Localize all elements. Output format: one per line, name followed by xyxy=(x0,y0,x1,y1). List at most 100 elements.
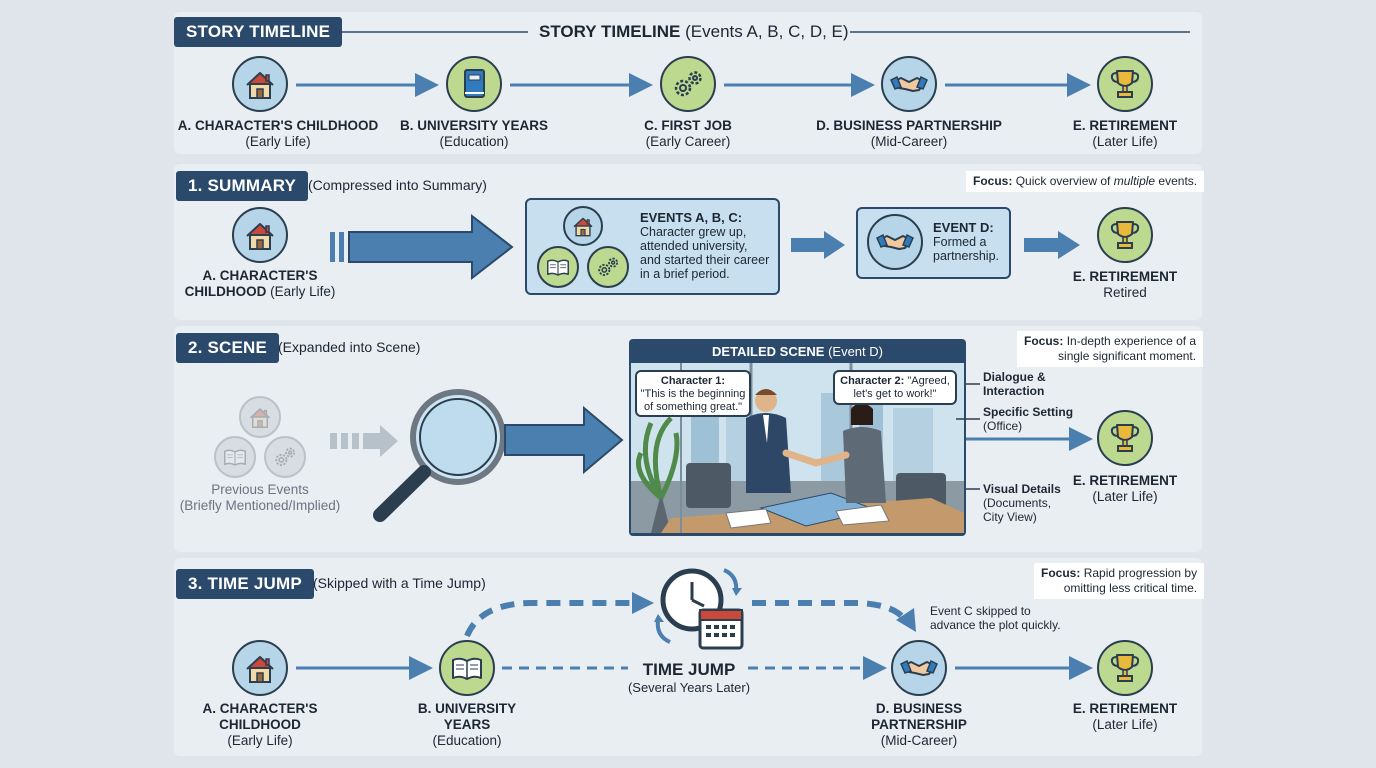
book-icon xyxy=(214,436,256,478)
event-b-sub: (Education) xyxy=(439,134,509,149)
timejump-a-title: A. CHARACTER'S xyxy=(202,701,318,716)
event-e-sub: (Later Life) xyxy=(1092,134,1158,149)
summary-d-line: Formed a xyxy=(933,235,987,249)
bubble-1-line: of something great." xyxy=(643,401,743,413)
event-a-sub: (Early Life) xyxy=(245,134,311,149)
timejump-b-sub: (Education) xyxy=(432,733,502,748)
office-scene-illustration xyxy=(631,363,964,533)
summary-abc-line: attended university, xyxy=(640,239,748,253)
bubble-1-name: Character 1: xyxy=(660,375,726,387)
expansion-label: EXPANSION xyxy=(515,433,603,450)
previous-events-label: Previous Events (Briefly Mentioned/Impli… xyxy=(180,482,341,514)
timejump-badge: 3. TIME JUMP xyxy=(176,569,314,599)
summary-e-title: E. RETIREMENT xyxy=(1072,269,1178,284)
summary-a-sub: (Early Life) xyxy=(270,284,336,299)
timejump-b-title: YEARS xyxy=(443,717,491,732)
annotation-visual: Visual Details (Documents, City View) xyxy=(983,482,1061,524)
event-b-label: B. UNIVERSITY YEARS(Education) xyxy=(400,118,548,150)
timejump-d-sub: (Mid-Career) xyxy=(880,733,958,748)
bubble-2-line: let's get to work!" xyxy=(853,388,937,400)
house-icon xyxy=(563,206,603,246)
event-c-title: C. FIRST JOB xyxy=(644,118,732,133)
timejump-b-title: B. UNIVERSITY xyxy=(417,701,517,716)
timejump-note: Event C skipped to advance the plot quic… xyxy=(930,604,1061,632)
timejump-d-title: PARTNERSHIP xyxy=(871,717,967,732)
detailed-scene-title-bold: DETAILED SCENE xyxy=(712,344,825,359)
bubble-1-line: "This is the beginning xyxy=(640,388,746,400)
detailed-scene-title-rest: (Event D) xyxy=(828,344,883,359)
scene-e-label: E. RETIREMENT(Later Life) xyxy=(1073,473,1177,505)
event-c-sub: (Early Career) xyxy=(645,134,731,149)
summary-focus-em: multiple xyxy=(1113,174,1156,188)
timejump-note-line: advance the plot quickly. xyxy=(930,618,1061,632)
gears-icon xyxy=(587,246,629,288)
scene-badge: 2. SCENE xyxy=(176,333,280,363)
trophy-icon xyxy=(1097,410,1153,466)
book-icon xyxy=(537,246,579,288)
summary-subtitle: (Compressed into Summary) xyxy=(308,177,487,193)
timejump-e-title: E. RETIREMENT xyxy=(1072,701,1178,716)
event-c-label: C. FIRST JOB(Early Career) xyxy=(644,118,732,150)
timeline-title-bold: STORY TIMELINE xyxy=(539,22,681,41)
scene-focus-line: single significant moment. xyxy=(1058,349,1197,363)
annotation-visual-line: (Documents, xyxy=(983,496,1052,510)
timejump-d-title: D. BUSINESS xyxy=(875,701,963,716)
event-a-label: A. CHARACTER'S CHILDHOOD(Early Life) xyxy=(178,118,378,150)
summary-d-text: EVENT D: Formed a partnership. xyxy=(933,220,1000,264)
bubble-2-name: Character 2: xyxy=(840,375,905,387)
annotation-visual-line: City View) xyxy=(983,510,1037,524)
annotation-setting: Specific Setting (Office) xyxy=(983,405,1073,433)
timejump-e-label: E. RETIREMENT(Later Life) xyxy=(1073,701,1177,733)
annotation-dialogue: Dialogue & Interaction xyxy=(983,370,1046,398)
gears-icon xyxy=(660,56,716,112)
summary-focus-text: Quick overview of xyxy=(1015,174,1114,188)
annotation-visual-title: Visual Details xyxy=(983,482,1061,496)
annotation-dialogue-line: Interaction xyxy=(983,384,1045,398)
house-icon xyxy=(232,207,288,263)
timejump-note-line: Event C skipped to xyxy=(930,604,1031,618)
summary-abc-title: EVENTS A, B, C: xyxy=(640,210,743,225)
bubble-2-line: "Agreed, xyxy=(907,375,950,387)
book-icon xyxy=(446,56,502,112)
dialogue-bubble-2: Character 2: "Agreed, let's get to work!… xyxy=(833,370,957,405)
previous-events-sub: (Briefly Mentioned/Implied) xyxy=(179,498,341,513)
timejump-focus: Focus: Rapid progression by omitting les… xyxy=(1034,563,1205,599)
timejump-subtitle: (Skipped with a Time Jump) xyxy=(313,575,486,591)
annotation-setting-sub: (Office) xyxy=(983,419,1023,433)
detailed-scene-title: DETAILED SCENE (Event D) xyxy=(629,344,966,359)
scene-e-sub: (Later Life) xyxy=(1092,489,1158,504)
house-icon xyxy=(239,396,281,438)
summary-d-line: partnership. xyxy=(933,249,1000,263)
annotation-setting-title: Specific Setting xyxy=(983,405,1074,419)
compression-label: COMPRESSION xyxy=(358,238,479,255)
summary-focus: Focus: Quick overview of multiple events… xyxy=(966,171,1205,192)
event-b-title: B. UNIVERSITY YEARS xyxy=(399,118,549,133)
scene-e-title: E. RETIREMENT xyxy=(1072,473,1178,488)
handshake-icon xyxy=(867,214,923,270)
dialogue-bubble-1: Character 1: "This is the beginning of s… xyxy=(635,370,751,417)
summary-focus-label: Focus: xyxy=(973,174,1013,188)
previous-events-title: Previous Events xyxy=(211,482,309,497)
timejump-focus-line: Rapid progression by xyxy=(1083,566,1198,580)
summary-badge: 1. SUMMARY xyxy=(176,171,309,201)
summary-d-title: EVENT D: xyxy=(933,220,994,235)
summary-abc-text: EVENTS A, B, C: Character grew up, atten… xyxy=(640,210,769,282)
timejump-a-sub: (Early Life) xyxy=(227,733,293,748)
summary-abc-line: in a brief period. xyxy=(640,267,730,281)
timeline-title-rest: (Events A, B, C, D, E) xyxy=(685,22,849,41)
house-icon xyxy=(232,56,288,112)
scene-subtitle: (Expanded into Scene) xyxy=(278,339,421,355)
timejump-focus-label: Focus: xyxy=(1041,566,1081,580)
summary-e-sub: Retired xyxy=(1103,285,1147,300)
handshake-icon xyxy=(881,56,937,112)
house-icon xyxy=(232,640,288,696)
trophy-icon xyxy=(1097,207,1153,263)
time-jump-label: TIME JUMP (Several Years Later) xyxy=(628,660,750,696)
timeline-title: STORY TIMELINE (Events A, B, C, D, E) xyxy=(539,22,849,42)
summary-abc-line: Character grew up, xyxy=(640,225,747,239)
annotation-dialogue-line: Dialogue & xyxy=(983,370,1046,384)
scene-focus-label: Focus: xyxy=(1024,334,1064,348)
event-d-sub: (Mid-Career) xyxy=(870,134,948,149)
